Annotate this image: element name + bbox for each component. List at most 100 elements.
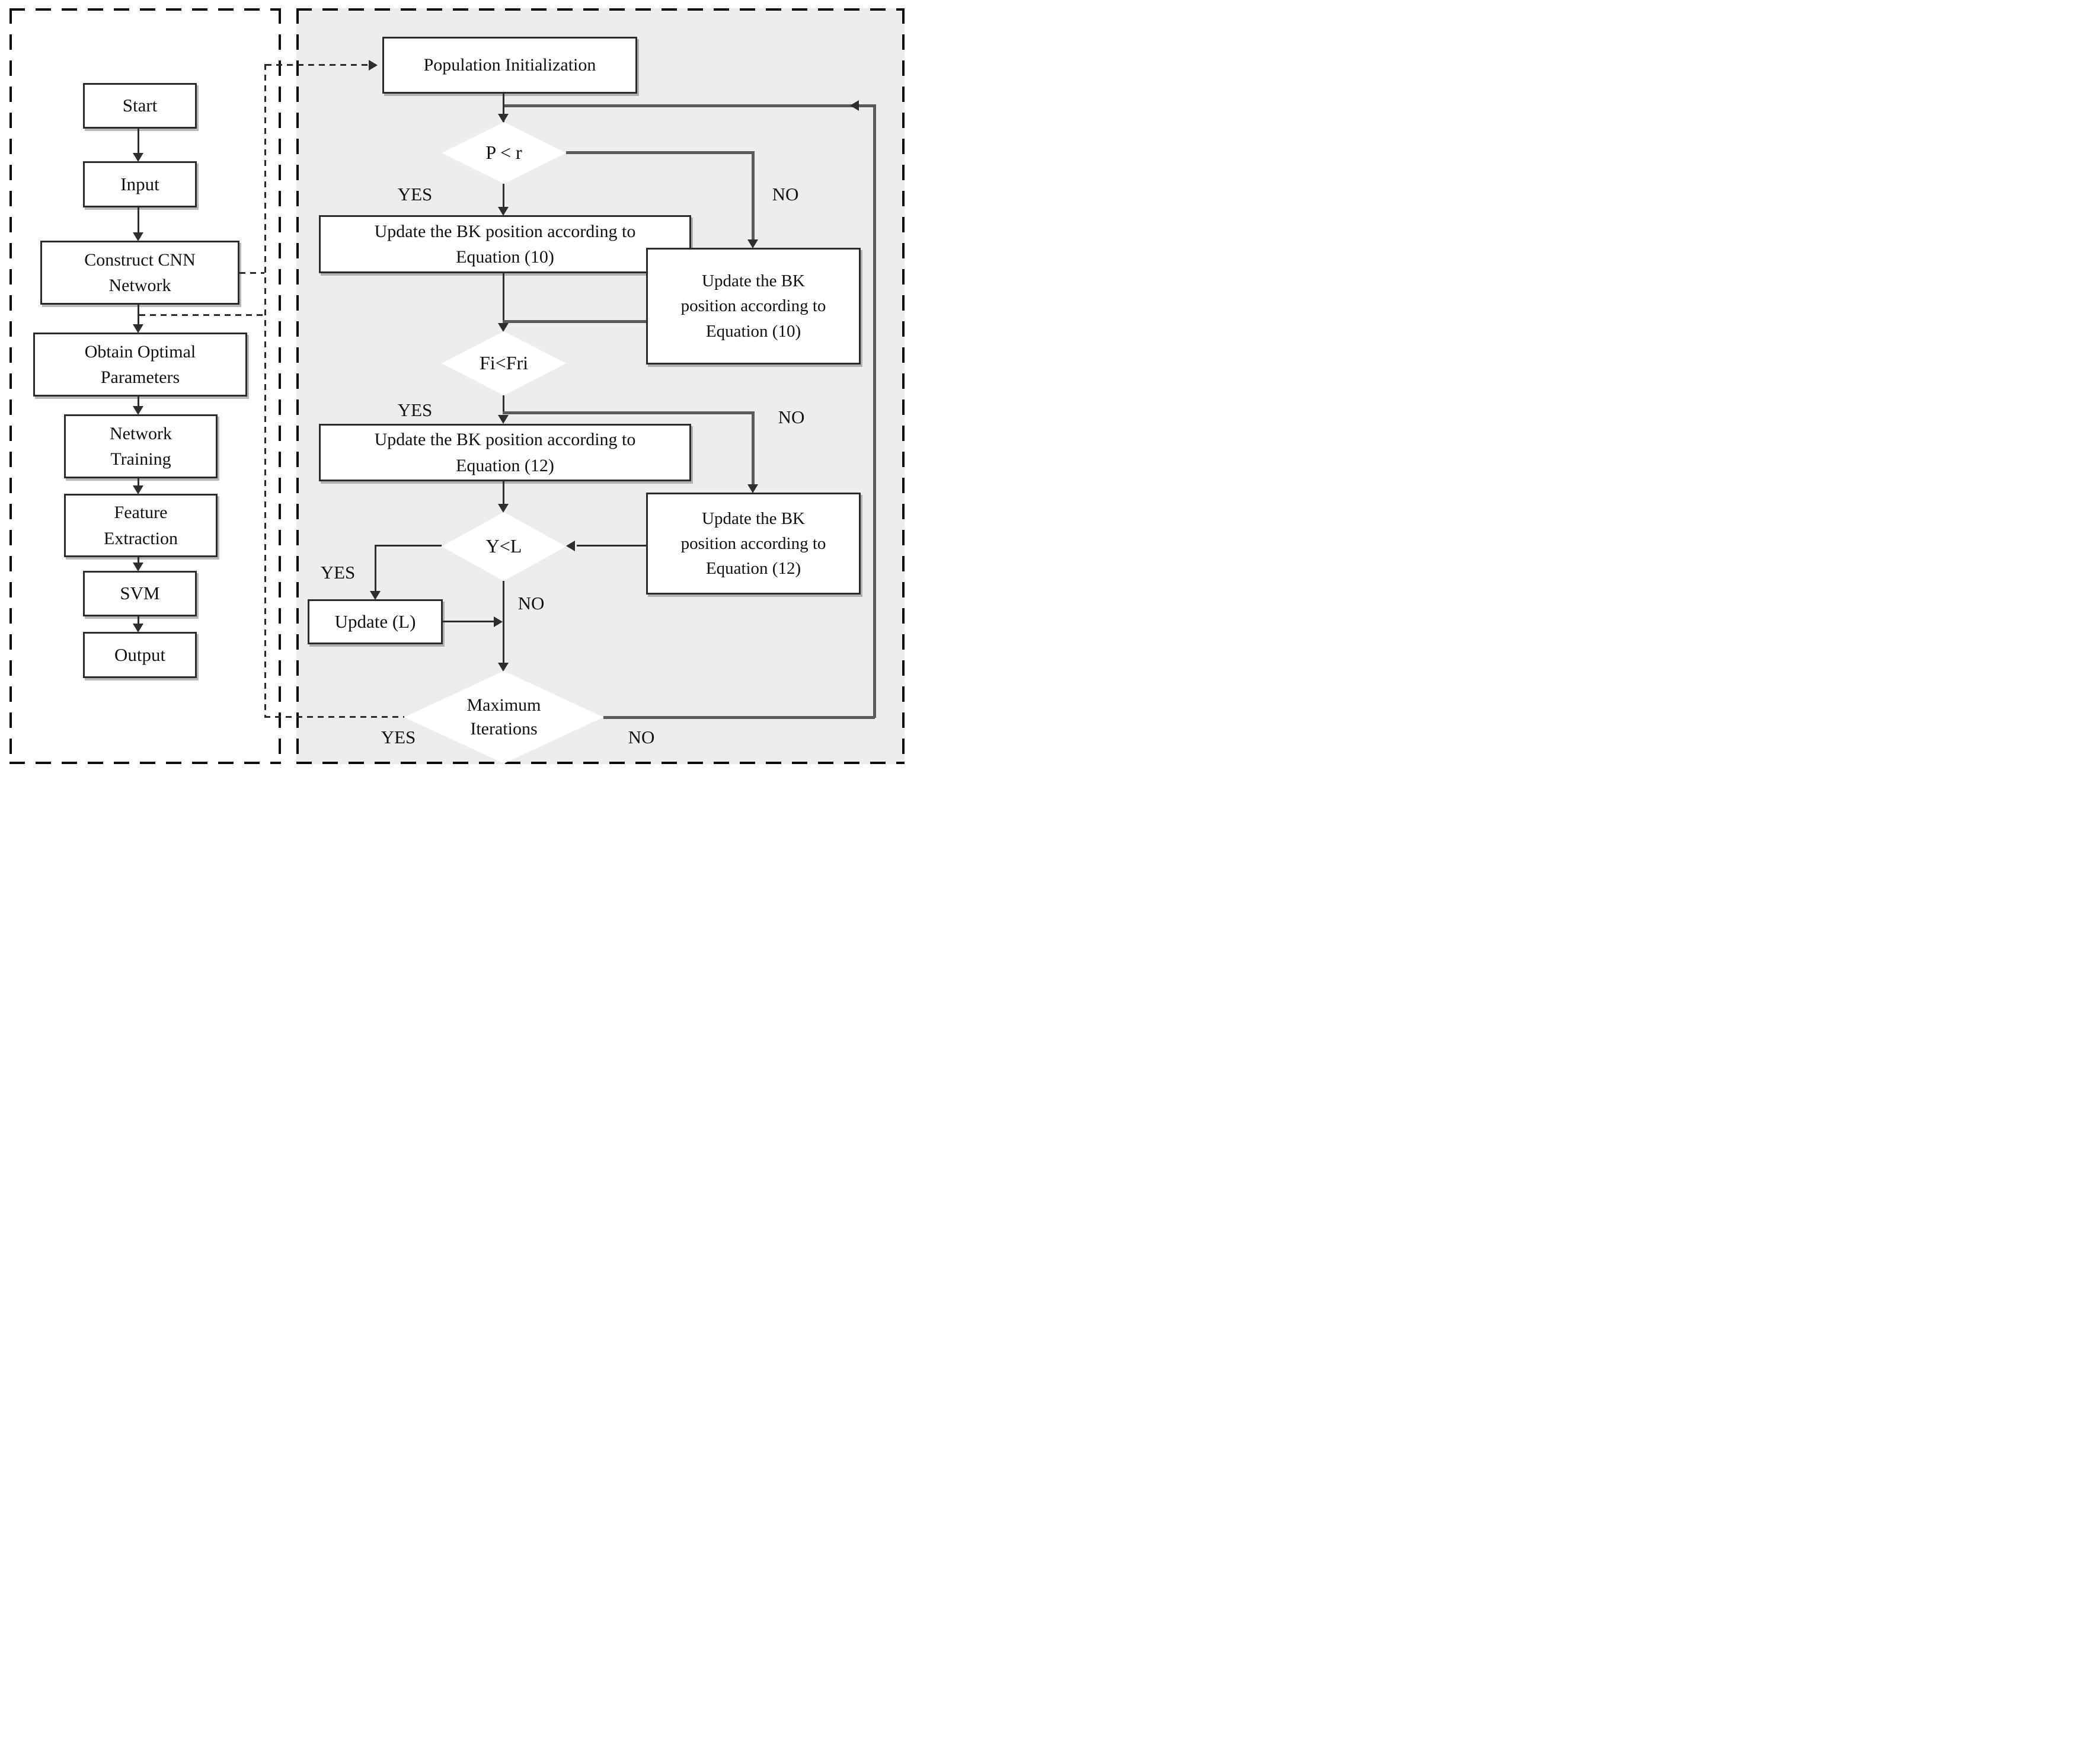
node-network-training: Network Training: [64, 414, 218, 478]
node-update-l-label: Update (L): [334, 611, 416, 632]
arrowhead-pr-yes: [498, 207, 509, 216]
edge-fifri-down: [503, 395, 504, 414]
edge-feature-svm: [138, 557, 139, 563]
decision-y-less-l-label: Y<L: [485, 535, 522, 557]
edge-feedback-right: [873, 104, 876, 718]
node-population-init: Population Initialization: [382, 37, 637, 94]
node-update-eq12-main-line1: Update the BK position according to: [374, 430, 636, 449]
edge-population-pr: [503, 94, 504, 122]
arrowhead-into-pr: [498, 114, 509, 123]
node-svm-label: SVM: [120, 583, 160, 604]
node-update-eq12-alt: Update the BK position according to Equa…: [646, 493, 861, 595]
label-pr-no: NO: [772, 184, 799, 204]
left-panel-border-left: [9, 8, 12, 764]
arrowhead-construct-obtain: [133, 324, 143, 333]
arrowhead-yl-yes: [370, 591, 381, 600]
node-update-eq12-alt-line2: position according to: [680, 533, 826, 553]
arrowhead-training-feature: [133, 485, 143, 494]
left-panel-border-bottom: [9, 762, 281, 764]
decision-max-iterations-line2: Iterations: [470, 719, 538, 739]
edge-yl-yes-vertical: [375, 545, 376, 592]
node-construct-cnn: Construct CNN Network: [40, 241, 239, 305]
node-update-eq10-main: Update the BK position according to Equa…: [319, 215, 691, 273]
node-construct-cnn-line1: Construct CNN: [84, 250, 196, 270]
label-yl-yes: YES: [320, 562, 356, 583]
arrowhead-fifri-no: [747, 484, 758, 493]
decision-max-iterations-line1: Maximum: [466, 695, 541, 715]
right-panel-border-left: [296, 8, 299, 764]
edge-updatel-join: [443, 621, 494, 622]
edge-eq10main-fifri: [503, 273, 504, 323]
arrowhead-into-yl: [498, 504, 509, 513]
edge-obtain-training: [138, 397, 139, 407]
arrowhead-feedback: [850, 100, 859, 111]
arrowhead-into-fifri: [498, 323, 509, 332]
label-fifri-yes: YES: [397, 400, 433, 420]
edge-maxiter-no-horizontal: [603, 716, 875, 719]
edge-eq10alt-join: [503, 320, 646, 323]
flowchart-figure: Start Input Construct CNN Network Obtain…: [0, 0, 916, 772]
node-feature-extraction: Feature Extraction: [64, 494, 218, 557]
label-fifri-no: NO: [778, 407, 805, 427]
left-panel-border-top: [9, 8, 281, 11]
node-construct-cnn-line2: Network: [108, 276, 171, 295]
node-obtain-optimal: Obtain Optimal Parameters: [33, 333, 247, 397]
edge-fifri-no-horizontal: [503, 411, 754, 414]
node-input-label: Input: [120, 173, 159, 194]
node-update-eq10-main-line1: Update the BK position according to: [374, 221, 636, 241]
arrowhead-into-maxiter: [498, 663, 509, 672]
arrowhead-start-input: [133, 153, 143, 162]
label-maxiter-yes: YES: [381, 727, 416, 747]
node-feature-extraction-line1: Feature: [114, 503, 168, 522]
arrowhead-eq12alt-yl: [566, 541, 575, 551]
edge-eq12main-yl: [503, 481, 504, 504]
edge-fifri-no-vertical: [752, 411, 755, 485]
arrowhead-input-construct: [133, 232, 143, 241]
edge-yl-yes-horizontal: [375, 545, 442, 547]
arrowhead-svm-output: [133, 624, 143, 632]
edge-construct-obtain: [138, 305, 139, 325]
node-output-label: Output: [114, 644, 166, 665]
right-panel-border-top: [296, 8, 905, 11]
dashed-vertical-link: [264, 64, 266, 717]
edge-svm-output: [138, 616, 139, 624]
node-update-eq12-alt-line3: Equation (12): [705, 559, 801, 579]
arrowhead-feature-svm: [133, 563, 143, 571]
node-network-training-line2: Training: [110, 449, 171, 469]
dashed-connector-construct: [239, 272, 264, 274]
arrowhead-dashed-population: [369, 60, 378, 71]
left-panel-border-right: [279, 8, 281, 764]
dashed-arrow-to-population: [266, 64, 370, 66]
arrowhead-fifri-yes: [498, 415, 509, 424]
node-update-l: Update (L): [308, 599, 443, 644]
node-start-label: Start: [122, 95, 158, 116]
node-update-eq10-alt-line1: Update the BK: [702, 271, 805, 291]
edge-yl-no-vertical: [503, 581, 504, 670]
right-panel-border-bottom: [296, 762, 905, 764]
edge-pr-no-horizontal: [566, 151, 754, 154]
dashed-inner-top-edge: [139, 314, 264, 316]
node-update-eq10-alt-line3: Equation (10): [705, 321, 801, 341]
edge-pr-yes: [503, 184, 504, 207]
node-obtain-optimal-line1: Obtain Optimal: [84, 341, 196, 362]
node-obtain-optimal-line2: Parameters: [100, 368, 180, 387]
edge-pr-no-vertical: [752, 151, 755, 240]
decision-fi-less-fri-label: Fi<Fri: [479, 352, 529, 374]
label-pr-yes: YES: [397, 184, 433, 204]
label-maxiter-no: NO: [628, 727, 655, 747]
node-update-eq10-alt: Update the BK position according to Equa…: [646, 248, 861, 365]
dashed-return-from-maxiter: [264, 716, 404, 718]
edge-training-feature: [138, 478, 139, 486]
node-population-init-label: Population Initialization: [423, 55, 596, 75]
label-yl-no: NO: [517, 593, 545, 613]
node-start: Start: [83, 83, 197, 129]
edge-input-construct: [138, 207, 139, 233]
decision-p-less-r-label: P < r: [485, 142, 522, 164]
node-output: Output: [83, 632, 197, 678]
arrowhead-updatel-join: [494, 616, 503, 627]
edge-eq12alt-yl: [577, 545, 646, 547]
node-svm: SVM: [83, 571, 197, 616]
edge-start-input: [138, 129, 139, 154]
node-input: Input: [83, 161, 197, 207]
node-network-training-line1: Network: [110, 423, 172, 443]
